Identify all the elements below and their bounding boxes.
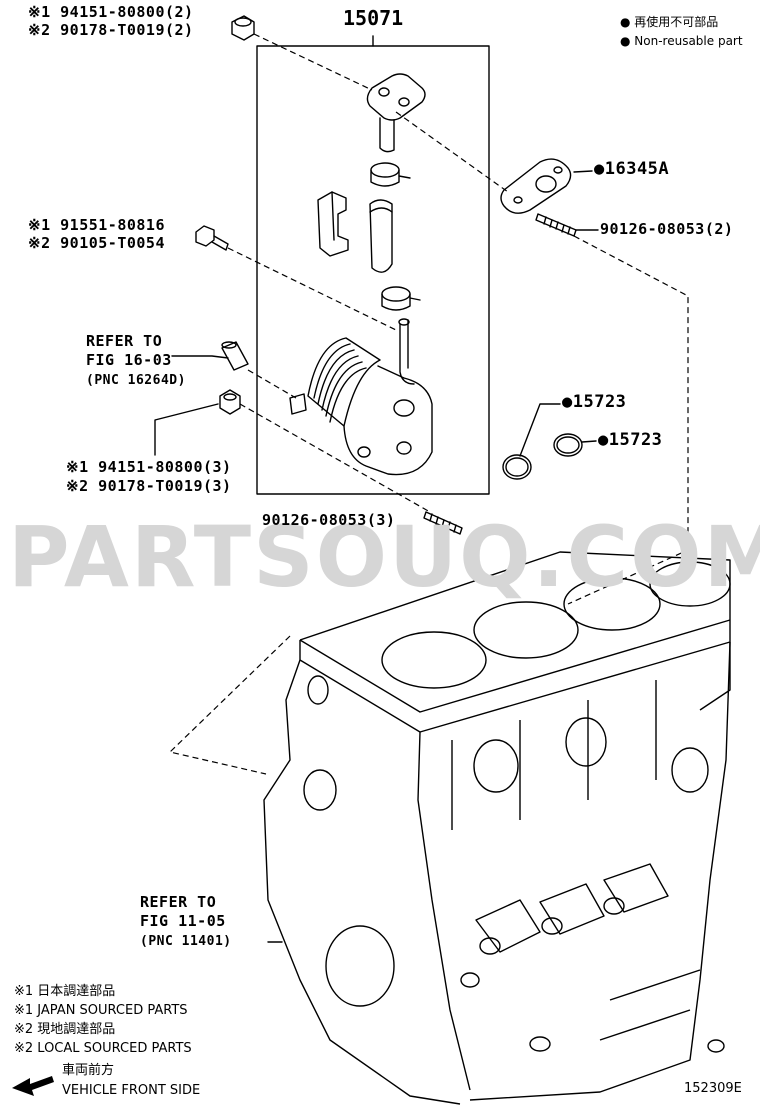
o-ring-left	[502, 454, 532, 480]
stud-right	[535, 213, 577, 237]
refer-fig-11-05-line2[interactable]: FIG 11-05	[140, 912, 226, 930]
legend-local-en: ※2 LOCAL SOURCED PARTS	[14, 1041, 192, 1056]
callout-bolt-2[interactable]: ※2 90105-T0054	[28, 234, 165, 252]
refer-fig-11-05-pnc: (PNC 11401)	[140, 934, 232, 949]
legend-japan-jp: ※1 日本調達部品	[14, 984, 116, 999]
refer-fig-16-03-line2[interactable]: FIG 16-03	[86, 351, 172, 369]
o-ring-right	[553, 433, 583, 457]
callout-o-ring-2[interactable]: ●15723	[598, 430, 663, 450]
callout-gasket[interactable]: ●16345A	[594, 159, 670, 179]
refer-fig-16-03-line1: REFER TO	[86, 332, 163, 350]
nut-bottom	[219, 389, 241, 415]
clamp-top	[370, 162, 411, 187]
front-side-en: VEHICLE FRONT SIDE	[62, 1083, 201, 1098]
oil-cooler	[289, 318, 433, 476]
nonreusable-note-en: ● Non-reusable part	[620, 34, 743, 48]
clamp-bottom	[381, 286, 421, 311]
sleeve	[221, 341, 249, 371]
callout-stud-bottom[interactable]: 90126-08053(3)	[262, 511, 396, 529]
front-side-jp: 車両前方	[62, 1063, 115, 1078]
assembly-box	[256, 45, 490, 495]
callout-nut-top-1[interactable]: ※1 94151-80800(2)	[28, 3, 194, 21]
cylinder-block	[263, 551, 731, 1105]
front-arrow	[12, 1076, 54, 1096]
assembly-number[interactable]: 15071	[343, 6, 404, 30]
drawing-number: 152309E	[684, 1081, 742, 1096]
stud-bottom	[423, 511, 463, 535]
nonreusable-note-jp: ● 再使用不可部品	[620, 15, 719, 29]
hose	[369, 199, 393, 273]
gasket	[500, 158, 572, 214]
nut-top	[231, 15, 255, 41]
callout-nut-bottom-1[interactable]: ※1 94151-80800(3)	[66, 458, 232, 476]
callout-o-ring-1[interactable]: ●15723	[562, 392, 627, 412]
watermark: PARTSOUQ.COM	[8, 508, 760, 606]
legend-japan-en: ※1 JAPAN SOURCED PARTS	[14, 1003, 188, 1018]
flange-pipe	[366, 73, 426, 153]
callout-nut-top-2[interactable]: ※2 90178-T0019(2)	[28, 21, 194, 39]
callout-stud-right[interactable]: 90126-08053(2)	[600, 220, 734, 238]
callout-bolt-1[interactable]: ※1 91551-80816	[28, 216, 165, 234]
bracket	[317, 191, 349, 257]
refer-fig-11-05-line1: REFER TO	[140, 893, 217, 911]
callout-nut-bottom-2[interactable]: ※2 90178-T0019(3)	[66, 477, 232, 495]
refer-fig-16-03-pnc: (PNC 16264D)	[86, 373, 186, 388]
bolt	[195, 225, 229, 251]
legend-local-jp: ※2 現地調達部品	[14, 1022, 116, 1037]
